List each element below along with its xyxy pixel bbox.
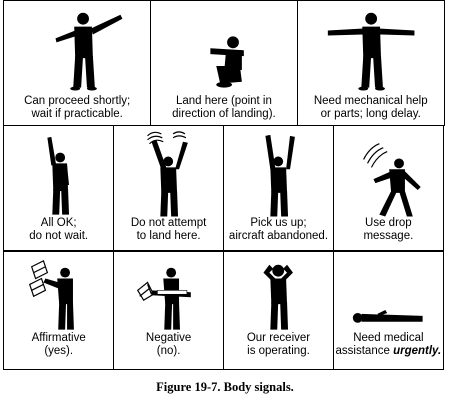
signal-caption: Can proceed shortly; wait if practicable… xyxy=(4,95,150,121)
swinging-arm-figure-illustration xyxy=(362,142,421,217)
waving-cloth-side-figure-illustration xyxy=(136,267,191,330)
caption-line: (no). xyxy=(156,345,181,357)
caption-line: Can proceed shortly; xyxy=(24,95,131,107)
signal-cell-do-not-land: Do not attempt to land here. xyxy=(112,124,225,252)
caption-line: do not wait. xyxy=(29,229,89,242)
one-arm-up-figure-illustration xyxy=(47,136,70,215)
one-arm-raised-figure-illustration xyxy=(55,12,123,91)
signal-row-2: All OK; do not wait. D xyxy=(3,124,446,252)
signal-caption: Negative (no). xyxy=(114,332,223,358)
caption-line: All OK; xyxy=(40,216,77,229)
both-arms-up-figure-illustration xyxy=(265,134,295,217)
signal-caption: Use drop message. xyxy=(334,217,443,243)
caption-line: or parts; long delay. xyxy=(320,108,421,120)
signal-cell-proceed-shortly: Can proceed shortly; wait if practicable… xyxy=(3,0,152,126)
crouching-pointing-figure-illustration xyxy=(210,36,244,88)
caption-line: Use drop xyxy=(365,216,412,229)
caption-line: Affirmative xyxy=(31,332,86,344)
caption-line: to land here. xyxy=(136,229,201,242)
signal-row-3: Affirmative (yes). Negat xyxy=(3,250,446,370)
caption-line: Negative xyxy=(145,332,192,344)
caption-line: is operating. xyxy=(247,345,310,357)
signal-caption: Land here (point in direction of landing… xyxy=(151,95,297,121)
signal-caption: Need medical assistance urgently. xyxy=(334,332,443,358)
caption-line: Our receiver xyxy=(246,332,311,344)
signal-caption: Affirmative (yes). xyxy=(4,332,113,358)
lying-down-figure-illustration xyxy=(352,310,423,323)
waving-arms-figure-illustration xyxy=(147,130,188,217)
signal-caption: Our receiver is operating. xyxy=(224,332,333,358)
figure-caption: Figure 19-7. Body signals. xyxy=(156,380,294,394)
caption-line: assistance urgently. xyxy=(334,345,443,358)
caption-line: wait if practicable. xyxy=(31,108,123,120)
signal-cell-land-here: Land here (point in direction of landing… xyxy=(149,0,299,126)
signal-cell-use-drop-message: Use drop message. xyxy=(332,124,445,252)
caption-text: assistance xyxy=(335,345,394,357)
signal-row-1: Can proceed shortly; wait if practicable… xyxy=(3,0,446,126)
signal-cell-negative: Negative (no). xyxy=(112,250,225,370)
caption-line: direction of landing). xyxy=(172,108,276,120)
signal-cell-pick-us-up: Pick us up; aircraft abandoned. xyxy=(222,124,335,252)
caption-line: Need medical xyxy=(353,332,424,344)
signal-cell-affirmative: Affirmative (yes). xyxy=(3,250,115,370)
caption-line: message. xyxy=(363,229,414,242)
signal-cell-receiver-operating: Our receiver is operating. xyxy=(222,250,335,370)
caption-line: Do not attempt xyxy=(130,216,207,229)
signal-caption: All OK; do not wait. xyxy=(4,217,113,243)
caption-line: Pick us up; xyxy=(250,216,307,229)
signal-cell-all-ok: All OK; do not wait. xyxy=(3,124,115,252)
signal-cell-medical-assistance: Need medical assistance urgently. xyxy=(332,250,445,370)
caption-line: aircraft abandoned. xyxy=(228,229,329,242)
body-signals-figure: Can proceed shortly; wait if practicable… xyxy=(3,0,446,370)
caption-line: Land here (point in xyxy=(175,95,272,107)
caption-emphasis: urgently. xyxy=(393,345,442,357)
caption-line: Need mechanical help xyxy=(313,95,428,107)
signal-caption: Need mechanical help or parts; long dela… xyxy=(298,95,444,121)
signal-caption: Pick us up; aircraft abandoned. xyxy=(224,217,333,243)
signal-caption: Do not attempt to land here. xyxy=(114,217,223,243)
arms-outstretched-figure-illustration xyxy=(327,12,415,91)
caption-line: (yes). xyxy=(44,345,74,357)
hands-on-ears-figure-illustration xyxy=(263,264,293,330)
waving-cloth-up-down-figure-illustration xyxy=(28,260,74,330)
signal-cell-mechanical-help: Need mechanical help or parts; long dela… xyxy=(296,0,445,126)
